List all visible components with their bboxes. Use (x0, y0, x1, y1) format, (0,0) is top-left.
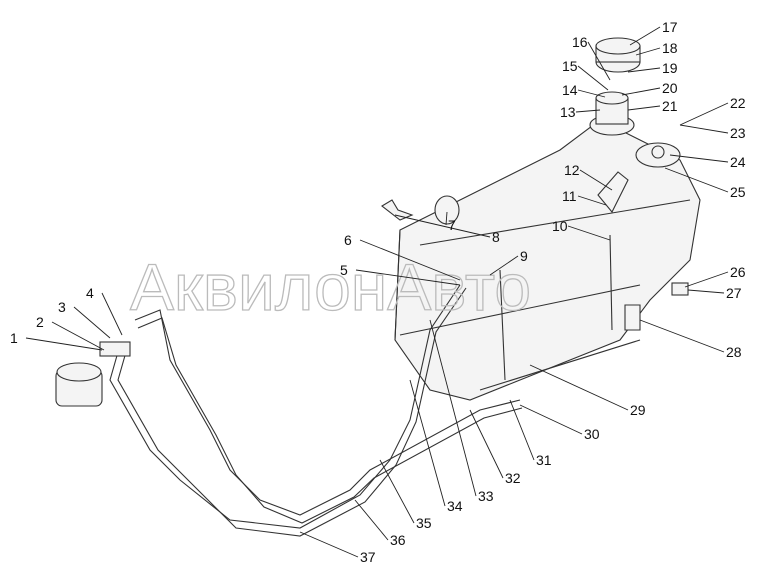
callout-label-23: 23 (730, 125, 746, 141)
callout-label-13: 13 (560, 104, 576, 120)
callout-label-35: 35 (416, 515, 432, 531)
watermark: АквилонАвто (130, 250, 531, 324)
leader-line (299, 531, 359, 558)
callout-label-21: 21 (662, 98, 678, 114)
callout-label-15: 15 (562, 58, 578, 74)
leader-line (577, 65, 609, 91)
callout-label-12: 12 (564, 162, 580, 178)
leader-line (629, 26, 661, 46)
fuel-tap (624, 304, 641, 331)
leader-line (25, 337, 103, 351)
leader-line (51, 321, 105, 351)
callout-label-25: 25 (730, 184, 746, 200)
leader-line (575, 109, 601, 113)
callout-label-28: 28 (726, 344, 742, 360)
leader-line (635, 47, 661, 56)
leader-line (379, 459, 415, 524)
callout-label-3: 3 (58, 299, 66, 315)
leader-line (627, 105, 661, 111)
inspection-cover (434, 195, 460, 225)
callout-label-16: 16 (572, 34, 588, 50)
callout-label-14: 14 (562, 82, 578, 98)
callout-label-20: 20 (662, 80, 678, 96)
leader-line (577, 89, 606, 98)
filler-neck (589, 91, 635, 136)
leader-line (355, 269, 461, 286)
leader-line (687, 289, 725, 294)
leader-line (587, 41, 611, 81)
callout-label-32: 32 (505, 470, 521, 486)
callout-label-10: 10 (552, 218, 568, 234)
leader-line (445, 211, 448, 226)
callout-label-1: 1 (10, 330, 18, 346)
callout-label-9: 9 (520, 248, 528, 264)
leader-lines (25, 26, 729, 558)
filler-cap (595, 37, 641, 73)
fuel-filter (55, 341, 131, 407)
callout-label-6: 6 (344, 232, 352, 248)
callout-label-36: 36 (390, 532, 406, 548)
direction-arrow (381, 199, 414, 221)
callout-label-24: 24 (730, 154, 746, 170)
leader-line (621, 87, 661, 96)
leader-line (469, 409, 504, 479)
callout-label-30: 30 (584, 426, 600, 442)
leader-line (509, 399, 535, 461)
callout-label-17: 17 (662, 19, 678, 35)
leader-line (73, 306, 111, 339)
leader-line (489, 255, 519, 276)
leader-line (579, 169, 613, 191)
callout-label-2: 2 (36, 314, 44, 330)
callout-label-26: 26 (730, 264, 746, 280)
leader-line (529, 364, 629, 411)
callout-label-27: 27 (726, 285, 742, 301)
callout-label-22: 22 (730, 95, 746, 111)
leader-line (101, 292, 123, 336)
callout-label-29: 29 (630, 402, 646, 418)
drain-plug (671, 282, 689, 296)
leader-line (354, 499, 389, 541)
callout-label-18: 18 (662, 40, 678, 56)
leader-line (664, 167, 729, 193)
callout-label-7: 7 (448, 217, 456, 233)
callout-label-5: 5 (340, 262, 348, 278)
callout-label-37: 37 (360, 549, 376, 565)
leader-line (669, 154, 729, 163)
leader-line (359, 239, 461, 281)
leader-line (684, 271, 729, 288)
callout-label-8: 8 (492, 229, 500, 245)
callout-label-31: 31 (536, 452, 552, 468)
bracket (597, 171, 629, 214)
leader-line (567, 225, 611, 241)
fuel-gauge-sender (635, 142, 681, 168)
callout-label-34: 34 (447, 498, 463, 514)
callout-label-19: 19 (662, 60, 678, 76)
leader-line (577, 195, 607, 206)
leader-line (679, 124, 729, 134)
callout-label-4: 4 (86, 285, 94, 301)
leader-line (627, 67, 661, 73)
leader-line (519, 404, 583, 435)
leader-line (409, 379, 446, 507)
leader-line (639, 319, 725, 353)
callout-label-33: 33 (478, 488, 494, 504)
leader-line (679, 102, 729, 126)
callout-label-11: 11 (562, 188, 577, 204)
leader-line (394, 214, 491, 238)
leader-line (429, 319, 477, 497)
fuel-lines (109, 284, 523, 537)
